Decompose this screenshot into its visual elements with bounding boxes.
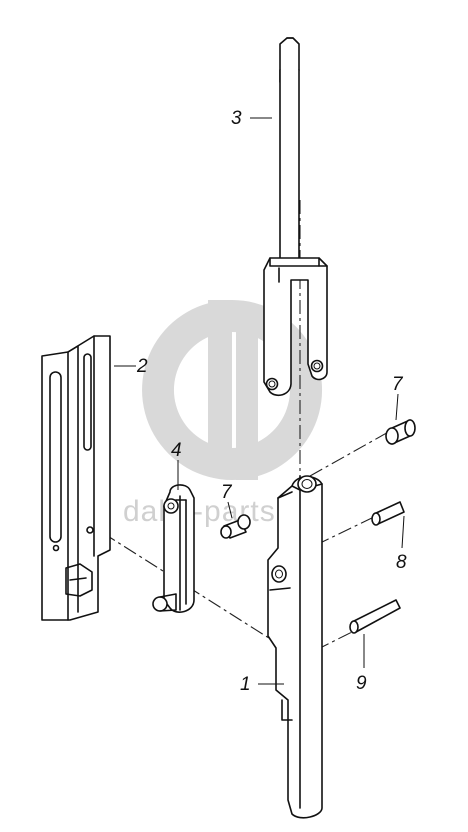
dp-logo-icon	[142, 300, 323, 480]
part-2-bracket	[41, 335, 111, 621]
part-3-fork-rod	[263, 37, 328, 397]
callout-7-left: 7	[221, 482, 233, 503]
callout-9: 9	[356, 673, 367, 694]
part-7-pin-right	[385, 419, 416, 445]
part-9-pin	[349, 599, 401, 634]
callout-3: 3	[231, 108, 242, 129]
callouts: 3 2 4 7 7 8 9 1	[136, 108, 407, 695]
watermark-text: dalta-parts	[123, 495, 276, 528]
part-4-link	[152, 484, 195, 613]
part-7-pin-left	[220, 514, 251, 539]
part-8-pin	[371, 501, 405, 526]
callout-7-right: 7	[392, 374, 404, 395]
callout-8: 8	[396, 552, 407, 573]
callout-2: 2	[136, 356, 148, 377]
callout-1: 1	[240, 674, 251, 695]
callout-4: 4	[171, 440, 182, 461]
part-1-channel-lever	[267, 475, 323, 819]
leader-lines	[114, 117, 405, 685]
